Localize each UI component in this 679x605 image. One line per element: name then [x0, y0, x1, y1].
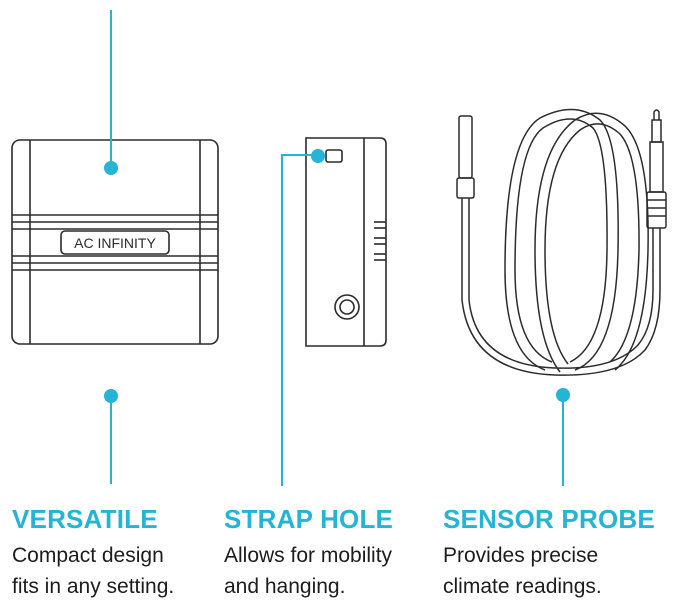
- feature-title: STRAP HOLE: [224, 504, 394, 534]
- callout-dot-top: [104, 161, 118, 175]
- feature-versatile: VERSATILE Compact design fits in any set…: [12, 504, 174, 602]
- feature-description: Allows for mobility and hanging.: [224, 540, 393, 602]
- strap-hole: [325, 149, 343, 163]
- sensor-probe-cable: [456, 108, 667, 376]
- feature-description-line: climate readings.: [443, 575, 602, 598]
- audio-jack: [646, 191, 667, 229]
- feature-description: Compact design fits in any setting.: [12, 540, 174, 602]
- feature-title: SENSOR PROBE: [443, 504, 655, 534]
- callouts: [104, 10, 570, 486]
- callout-dot-strap-hole: [311, 149, 325, 163]
- feature-description-line: Allows for mobility: [224, 544, 393, 567]
- feature-description-line: Provides precise: [443, 544, 599, 567]
- controller-side-view: [305, 137, 387, 347]
- feature-strap-hole: STRAP HOLE Allows for mobility and hangi…: [224, 504, 393, 602]
- callout-dot-sensor-probe: [556, 388, 570, 402]
- probe-tip: [458, 115, 473, 179]
- feature-title: VERSATILE: [12, 504, 158, 534]
- callout-dot-versatile: [104, 389, 118, 403]
- feature-description-line: and hanging.: [224, 575, 346, 598]
- brand-label: AC INFINITY: [74, 235, 156, 251]
- feature-description: Provides precise climate readings.: [443, 540, 655, 602]
- feature-description-line: fits in any setting.: [12, 575, 175, 598]
- controller-device: [11, 139, 219, 345]
- feature-sensor-probe: SENSOR PROBE Provides precise climate re…: [443, 504, 655, 602]
- feature-description-line: Compact design: [12, 544, 164, 567]
